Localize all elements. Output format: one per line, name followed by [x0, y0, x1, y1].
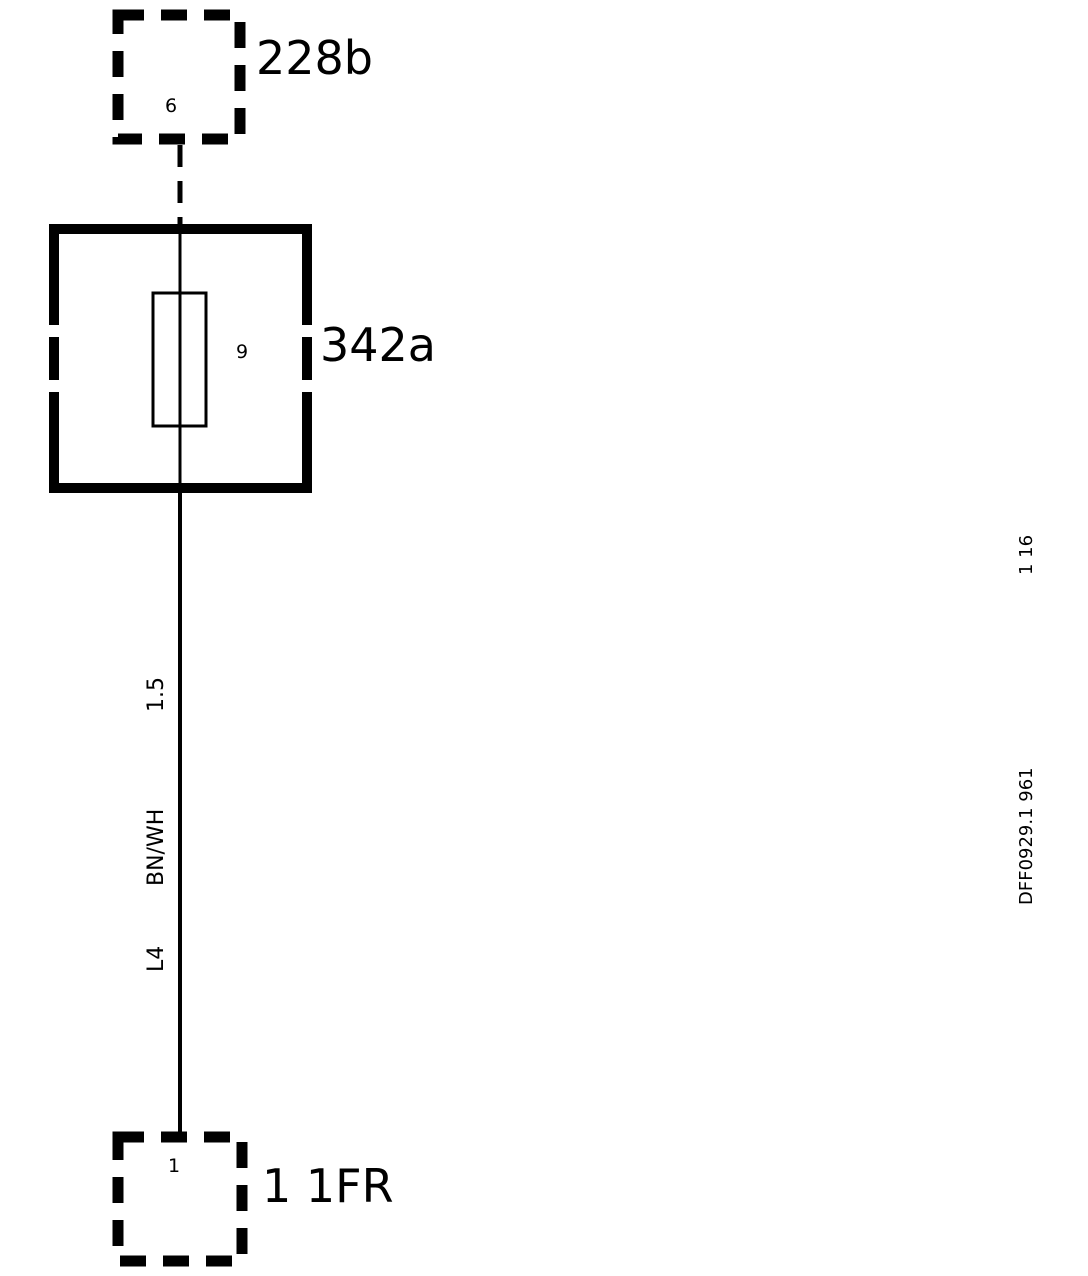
- wire-circuit-label: L4: [144, 946, 169, 972]
- connector-228b-pin: 6: [165, 95, 177, 117]
- connector-1-1fr-pin: 1: [168, 1155, 180, 1177]
- connector-228b[interactable]: 228b 6: [112, 9, 373, 145]
- connector-228b-label: 228b: [256, 31, 373, 85]
- wire-color-label: BN/WH: [144, 809, 169, 886]
- connector-1-1fr-label: 1 1FR: [262, 1159, 394, 1213]
- connector-1-1fr[interactable]: 1 1FR 1: [112, 1131, 394, 1267]
- fuse-pin-label: 9: [236, 341, 248, 363]
- page-reference: 1 16: [1016, 535, 1037, 575]
- fuse-box-342a-label: 342a: [320, 318, 436, 372]
- connector-228b-outline: [112, 9, 246, 145]
- fuse-box-342a[interactable]: 342a 9: [49, 224, 436, 493]
- drawing-reference: DFF0929.1 961: [1016, 767, 1037, 905]
- connector-1-1fr-outline: [112, 1131, 248, 1267]
- wire-size-label: 1.5: [144, 677, 169, 712]
